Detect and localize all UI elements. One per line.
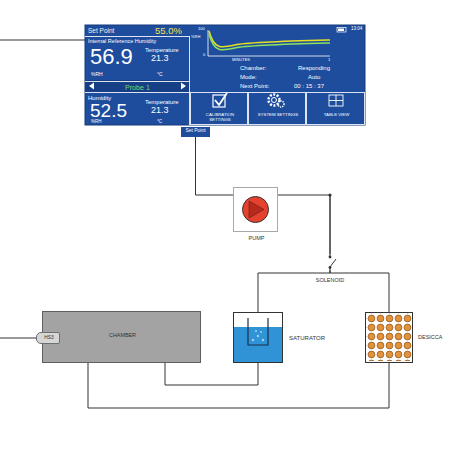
chart-panel-text: %RH (191, 35, 200, 39)
signal-wire (0, 40, 85, 41)
desiccant-beads (366, 313, 412, 361)
menu-button: SYSTEM SETTINGS (248, 92, 306, 125)
chart-panel-text: Chamber: (240, 65, 266, 71)
chamber-box-text: CHAMBER (43, 333, 202, 338)
chart-panel-text: 00 : 15 : 37 (294, 83, 324, 89)
saturator-box-text: SATURATOR (289, 335, 325, 341)
bubbles (252, 330, 264, 341)
pump-box-text: PUMP (234, 236, 279, 242)
table-icon (329, 95, 343, 106)
setpoint-tag-text: Set Point (181, 129, 210, 134)
pump-symbol (243, 197, 269, 223)
probe-selector-text: Probe 1 (85, 84, 190, 91)
desiccant-box: DESICCA (365, 312, 413, 363)
gear-icon (278, 101, 284, 107)
humidity-panel-text: 52.5 (90, 101, 127, 120)
menu-button-text: SYSTEM SETTINGS (257, 113, 299, 118)
gear-icon (272, 98, 277, 103)
pump-box: PUMP (233, 187, 278, 232)
saturator-box: SATURATOR (233, 312, 283, 363)
screen-background (85, 25, 365, 125)
chart-axis (208, 56, 330, 57)
chart-panel-text: 13:04 (351, 27, 362, 32)
chart-curve (209, 34, 330, 50)
pipe-connector (165, 363, 258, 385)
chart-panel-text: 100 (198, 27, 205, 31)
humidity-panel-text: °C (157, 120, 162, 125)
humidity-panel: Humidity52.5Temperature21.3%RH°C (85, 92, 190, 125)
pipe-connector (196, 137, 234, 195)
chart-panel-text: Next Point: (240, 83, 269, 89)
switch-symbol (330, 259, 336, 267)
chart-panel-text: 1 (328, 58, 330, 62)
probe-cable (0, 338, 36, 339)
probe-selector: Probe 1 (85, 81, 190, 92)
chart-panel-text: 0 (203, 53, 205, 57)
reference-panel-text: 21.3 (151, 54, 169, 63)
desiccant-box-text: DESICCA (418, 335, 442, 341)
arrow-right-symbol (181, 83, 186, 90)
menu-button-text: TABLE VIEW (315, 113, 358, 118)
reference-panel-text: %RH (91, 72, 103, 77)
chamber-box: CHAMBER (42, 311, 201, 363)
chart-panel-text: MINUTES (232, 58, 250, 62)
chart-panel-text: Auto (308, 74, 320, 80)
battery-icon (338, 29, 344, 32)
pipe-connector (330, 270, 389, 312)
chart-panel-text: Responding (298, 65, 330, 71)
humidity-probe: HS3 (36, 332, 60, 344)
switch-symbol (330, 268, 331, 271)
humidity-panel-text: Temperature (145, 99, 179, 105)
chart-panel-text: Mode: (240, 74, 257, 80)
reference-panel-text: °C (157, 72, 163, 77)
reference-panel-text: Internal Reference Humidity (88, 39, 156, 45)
saturator-vessel (248, 318, 268, 345)
menu-button: CALIBRATION SETTINGS (190, 92, 248, 125)
switch-symbol (329, 256, 332, 259)
chart-panel: %RH 100 0MINUTES 1 13:04Chamber: RespondingMo… (190, 25, 365, 92)
humidity-probe-text: HS3 (37, 336, 61, 341)
display-screen-text: Set Point (88, 28, 114, 35)
display-screen: Set Point55.0%Internal Reference Humidit… (85, 25, 365, 125)
display-screen-text: 55.0% (155, 26, 182, 36)
arrow-left-symbol (89, 83, 94, 90)
pipe-connector (278, 195, 330, 254)
menu-button-text: CALIBRATION SETTINGS (199, 113, 241, 122)
reference-panel: Internal Reference Humidity56.9 Temperatu… (85, 36, 190, 81)
reference-panel-text: Temperature (145, 47, 179, 53)
pipe-connector (88, 363, 389, 408)
solenoid-valve-text: SOLENOID (304, 278, 356, 284)
solenoid-valve: SOLENOID (324, 254, 336, 270)
battery-icon (337, 28, 346, 33)
humidity-panel-text: %RH (91, 120, 102, 125)
pump-symbol (249, 201, 264, 218)
setpoint-tag: Set Point (181, 127, 210, 137)
chart-axis (208, 30, 209, 56)
menu-button: TABLE VIEW (306, 92, 365, 125)
reference-panel-text: 56.9 (90, 46, 133, 68)
humidity-panel-text: 21.3 (151, 106, 169, 115)
checkbox-icon (215, 93, 227, 105)
pipe-connector (258, 270, 330, 312)
probe-band (85, 80, 190, 92)
